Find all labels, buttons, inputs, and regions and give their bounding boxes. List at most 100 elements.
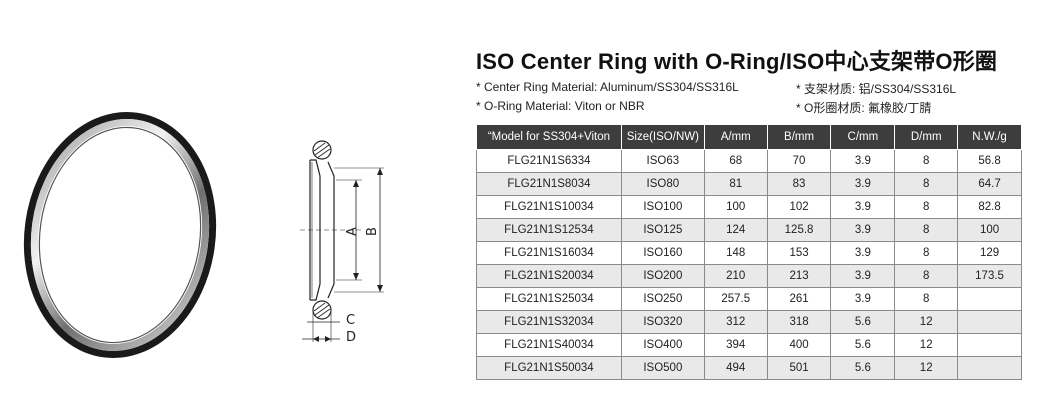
cell-a: 494 — [703, 356, 768, 380]
table-row: FLG21N1S8034 ISO80 81 83 3.9 8 64.7 — [476, 172, 1022, 196]
cell-b: 261 — [766, 287, 832, 311]
cell-d: 8 — [894, 218, 959, 242]
cell-weight: 129 — [957, 241, 1022, 265]
center-ring-photo — [23, 111, 217, 359]
cell-model: FLG21N1S12534 — [476, 218, 622, 242]
cell-b: 501 — [766, 356, 832, 380]
table-row: FLG21N1S20034 ISO200 210 213 3.9 8 173.5 — [476, 264, 1022, 288]
cell-d: 12 — [894, 356, 959, 380]
table-row: FLG21N1S25034 ISO250 257.5 261 3.9 8 — [476, 287, 1022, 311]
header-d: D/mm — [894, 124, 959, 150]
table-row: FLG21N1S32034 ISO320 312 318 5.6 12 — [476, 310, 1022, 334]
cell-model: FLG21N1S25034 — [476, 287, 622, 311]
cell-d: 8 — [894, 195, 959, 219]
spec-oring-cn: * O形圈材质: 氟橡胶/丁腈 — [796, 101, 932, 115]
cell-a: 68 — [703, 149, 768, 173]
cell-weight — [957, 310, 1022, 334]
cell-c: 5.6 — [830, 333, 896, 357]
cell-weight: 173.5 — [957, 264, 1022, 288]
cell-b: 213 — [766, 264, 832, 288]
cell-size: ISO320 — [620, 310, 705, 334]
cell-c: 5.6 — [830, 356, 896, 380]
page-title: ISO Center Ring with O-Ring/ISO中心支架带O形圈 — [476, 49, 998, 74]
cell-weight: 56.8 — [957, 149, 1022, 173]
cell-a: 81 — [703, 172, 768, 196]
cell-size: ISO400 — [620, 333, 705, 357]
cell-c: 3.9 — [830, 195, 896, 219]
cell-model: FLG21N1S20034 — [476, 264, 622, 288]
cell-size: ISO160 — [620, 241, 705, 265]
dimension-label-c: C — [346, 313, 356, 328]
cell-d: 8 — [894, 264, 959, 288]
cell-size: ISO200 — [620, 264, 705, 288]
cell-size: ISO500 — [620, 356, 705, 380]
cell-weight: 64.7 — [957, 172, 1022, 196]
table-row: FLG21N1S50034 ISO500 494 501 5.6 12 — [476, 356, 1022, 380]
cell-d: 12 — [894, 310, 959, 334]
spec-material-cn: * 支架材质: 铝/SS304/SS316L — [796, 82, 957, 96]
cell-model: FLG21N1S32034 — [476, 310, 622, 334]
header-model: “Model for SS304+Viton — [476, 124, 622, 150]
cell-a: 394 — [703, 333, 768, 357]
cell-c: 3.9 — [830, 149, 896, 173]
cross-section-drawing — [300, 140, 384, 342]
cell-model: FLG21N1S16034 — [476, 241, 622, 265]
cell-b: 125.8 — [766, 218, 832, 242]
dimension-label-d: D — [346, 330, 357, 345]
cell-weight — [957, 356, 1022, 380]
cell-d: 8 — [894, 172, 959, 196]
header-a: A/mm — [703, 124, 768, 150]
cell-c: 3.9 — [830, 172, 896, 196]
table-row: FLG21N1S6334 ISO63 68 70 3.9 8 56.8 — [476, 149, 1022, 173]
cell-a: 148 — [703, 241, 768, 265]
cell-d: 8 — [894, 241, 959, 265]
cell-a: 257.5 — [703, 287, 768, 311]
table-row: FLG21N1S10034 ISO100 100 102 3.9 8 82.8 — [476, 195, 1022, 219]
cell-c: 3.9 — [830, 241, 896, 265]
cell-b: 400 — [766, 333, 832, 357]
spec-table: “Model for SS304+Viton Size(ISO/NW) A/mm… — [476, 124, 1022, 380]
cell-size: ISO250 — [620, 287, 705, 311]
cell-model: FLG21N1S40034 — [476, 333, 622, 357]
cell-weight: 100 — [957, 218, 1022, 242]
cell-weight: 82.8 — [957, 195, 1022, 219]
cell-c: 3.9 — [830, 218, 896, 242]
table-header-row: “Model for SS304+Viton Size(ISO/NW) A/mm… — [476, 124, 1022, 150]
cell-model: FLG21N1S10034 — [476, 195, 622, 219]
cell-a: 124 — [703, 218, 768, 242]
cell-b: 153 — [766, 241, 832, 265]
table-row: FLG21N1S40034 ISO400 394 400 5.6 12 — [476, 333, 1022, 357]
cell-b: 318 — [766, 310, 832, 334]
header-weight: N.W./g — [957, 124, 1022, 150]
header-b: B/mm — [766, 124, 832, 150]
cell-c: 3.9 — [830, 264, 896, 288]
cell-weight — [957, 333, 1022, 357]
cell-size: ISO125 — [620, 218, 705, 242]
header-size: Size(ISO/NW) — [620, 124, 705, 150]
cell-b: 83 — [766, 172, 832, 196]
cell-weight — [957, 287, 1022, 311]
cell-a: 312 — [703, 310, 768, 334]
dimension-label-a: A — [344, 227, 360, 236]
cell-b: 70 — [766, 149, 832, 173]
cell-c: 5.6 — [830, 310, 896, 334]
cell-model: FLG21N1S6334 — [476, 149, 622, 173]
dimension-label-b: B — [364, 227, 380, 236]
cell-d: 12 — [894, 333, 959, 357]
cell-size: ISO100 — [620, 195, 705, 219]
cell-b: 102 — [766, 195, 832, 219]
spec-material-en: * Center Ring Material: Aluminum/SS304/S… — [476, 80, 739, 94]
cell-size: ISO80 — [620, 172, 705, 196]
cell-model: FLG21N1S50034 — [476, 356, 622, 380]
cell-a: 100 — [703, 195, 768, 219]
cell-model: FLG21N1S8034 — [476, 172, 622, 196]
cell-c: 3.9 — [830, 287, 896, 311]
table-row: FLG21N1S12534 ISO125 124 125.8 3.9 8 100 — [476, 218, 1022, 242]
table-row: FLG21N1S16034 ISO160 148 153 3.9 8 129 — [476, 241, 1022, 265]
cell-size: ISO63 — [620, 149, 705, 173]
cell-a: 210 — [703, 264, 768, 288]
cell-d: 8 — [894, 149, 959, 173]
cell-d: 8 — [894, 287, 959, 311]
header-c: C/mm — [830, 124, 896, 150]
spec-oring-en: * O-Ring Material: Viton or NBR — [476, 99, 645, 113]
